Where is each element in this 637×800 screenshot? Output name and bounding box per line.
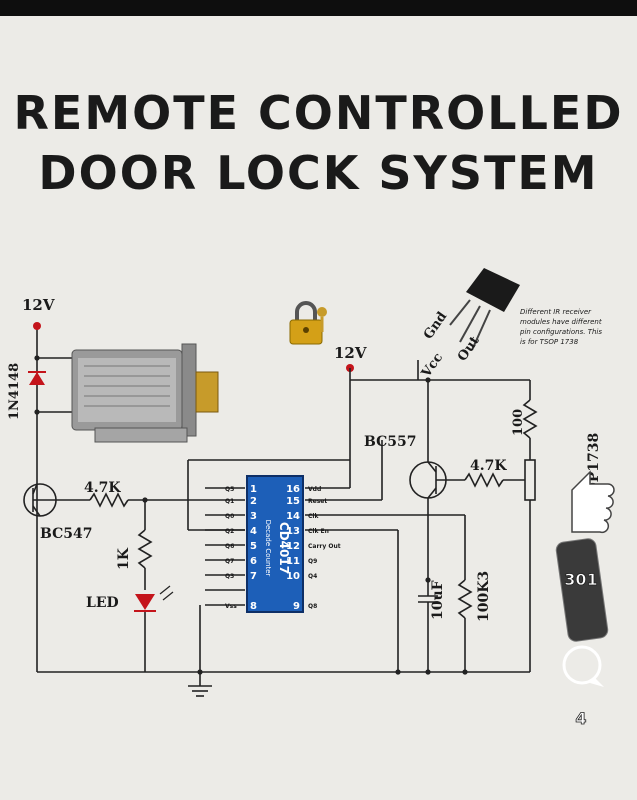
ir-note-line-2: modules have different (520, 318, 602, 326)
label-ir-out: Out (455, 334, 483, 365)
ic-pin-number: 10 (286, 571, 300, 582)
ic-pin-name: Q9 (308, 558, 317, 565)
ic-pin-number: 16 (286, 484, 300, 495)
social-overlay: 301 4 (555, 470, 615, 728)
ic-pin-name: Q1 (225, 498, 234, 505)
label-r-led: 1K (116, 547, 132, 570)
label-ir-vcc: Vcc (418, 350, 446, 381)
ic-pin-number: 8 (250, 601, 257, 612)
ic-pin-name: Q6 (225, 543, 234, 550)
ic-pin-name: Q4 (308, 573, 317, 580)
cd4017-ic (246, 475, 304, 613)
ic-subtitle: Decade Counter (264, 520, 272, 577)
ic-pin-name: Q7 (225, 558, 234, 565)
comment-icon[interactable] (562, 645, 602, 685)
label-r-pnp: 4.7K (470, 458, 507, 474)
title-line-2: DOOR LOCK SYSTEM (38, 146, 599, 200)
ic-pin-number: 2 (250, 496, 257, 507)
ic-pin-name: Clk En (308, 528, 329, 535)
label-bc557: BC557 (364, 434, 416, 450)
ir-receiver-image (449, 268, 520, 351)
ic-pin-name: Q5 (225, 486, 234, 493)
label-12v-left: 12V (22, 296, 55, 314)
ic-pin-number: 3 (250, 511, 257, 522)
ic-pin-number: 14 (286, 511, 300, 522)
ic-pin-name: Q2 (225, 528, 234, 535)
comment-count: 4 (575, 709, 586, 728)
supply-dot-left (33, 322, 41, 330)
like-count: 301 (564, 570, 597, 589)
ir-note-line-4: is for TSOP 1738 (520, 338, 579, 346)
ic-pin-name: Q0 (225, 513, 234, 520)
ic-pin-number: 12 (286, 541, 300, 552)
ir-note-line-1: Different IR receiver (520, 308, 592, 316)
ic-pin-number: 6 (250, 556, 257, 567)
padlock-icon (289, 301, 327, 345)
label-diode: 1N4148 (7, 363, 22, 420)
phone-remote-image (555, 538, 609, 642)
ic-pin-number: 15 (286, 496, 300, 507)
ic-pin-number: 11 (286, 556, 300, 567)
label-r-base: 4.7K (84, 480, 121, 496)
label-cap: 10uF (430, 580, 446, 620)
ir-note-line-3: pin configurations. This (519, 328, 602, 336)
diode-symbol (29, 372, 45, 385)
solenoid-lock-image (71, 343, 219, 443)
led-symbol (135, 594, 155, 610)
ic-pin-name: Clk (308, 513, 319, 520)
ic-pin-name: Vdd (308, 486, 321, 493)
ic-pin-number: 1 (250, 484, 257, 495)
like-icon[interactable] (571, 470, 615, 534)
ic-pin-name: Q8 (308, 603, 317, 610)
label-ir-gnd: Gnd (421, 309, 450, 342)
ic-pin-name: Q3 (225, 573, 234, 580)
top-bar (0, 0, 637, 16)
ic-pin-number: 9 (293, 601, 300, 612)
label-r-pot: 100 (511, 409, 526, 436)
label-led: LED (86, 595, 119, 611)
ic-pin-number: 5 (250, 541, 257, 552)
label-r-timer: 100K3 (476, 571, 492, 622)
ic-pin-number: 13 (286, 526, 300, 537)
ic-pin-number: 4 (250, 526, 257, 537)
title-line-1: REMOTE CONTROLLED (13, 86, 624, 140)
label-bc547: BC547 (40, 526, 92, 542)
ic-pin-number: 7 (250, 571, 257, 582)
label-12v-right: 12V (334, 344, 367, 362)
ic-pin-name: Carry Out (308, 543, 341, 550)
ic-pin-name: Vss (225, 603, 237, 610)
ic-pin-name: Reset (308, 498, 327, 505)
ic-name: CD4017 (277, 522, 291, 574)
